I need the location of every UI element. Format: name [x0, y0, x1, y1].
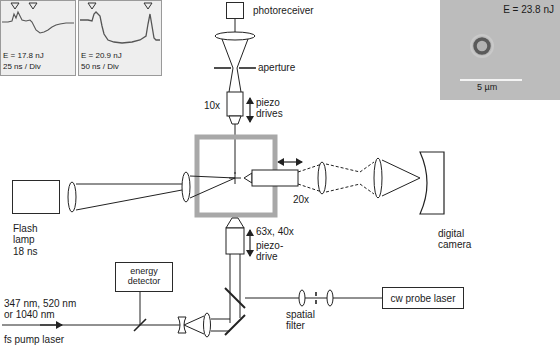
node-text: digital camera [438, 228, 484, 250]
cw-probe-laser-box: cw probe laser [382, 287, 464, 309]
flash-lamp-box: Flash lamp18 ns [12, 180, 60, 214]
node-text: 18 ns [13, 246, 37, 257]
energy-detector-box: energy detector [115, 262, 173, 292]
camera-body [420, 152, 444, 214]
objective-label: 20x [293, 194, 309, 205]
node-text: E = 23.8 nJ [503, 4, 554, 15]
node-text: E = 17.8 nJ [3, 52, 44, 61]
photoreceiver-box: photoreceiver [226, 2, 244, 19]
oscilloscope-panel: E = 20.9 nJ 50 ns / Div [78, 0, 162, 76]
digital-camera: digital camera [418, 150, 444, 216]
node-text: 50 ns / Div [81, 63, 119, 72]
node-text: cw probe laser [390, 293, 455, 304]
node-text: E = 20.9 nJ [81, 52, 122, 61]
node-text: photoreceiver [253, 5, 314, 16]
objective-label: 63x, 40x [256, 226, 294, 237]
node-text: 25 ns / Div [3, 63, 41, 72]
imaging-path [244, 152, 444, 214]
node-text: 5 µm [477, 83, 497, 93]
camera-image-panel: E = 23.8 nJ 5 µm [440, 0, 560, 100]
oscilloscope-screen [1, 1, 76, 76]
oscilloscope-screen [79, 1, 162, 76]
excitation-path [2, 218, 382, 337]
node-text: energy detector [116, 267, 172, 287]
illumination-path [68, 172, 235, 212]
detection-path [214, 19, 256, 174]
spatial-filter-label: spatial filter [286, 309, 326, 331]
piezo-arrow [250, 98, 302, 256]
laser-label: fs pump laser [4, 334, 64, 345]
camera-image [440, 0, 560, 100]
objective-label: 10x [204, 100, 220, 111]
piezo-label: piezo drives [256, 97, 292, 119]
node-text: Flash lamp [13, 223, 53, 245]
oscilloscope-panel: E = 17.8 nJ 25 ns / Div [0, 0, 76, 76]
aperture-label: aperture [258, 62, 295, 73]
piezo-label: piezo-drive [256, 240, 290, 262]
wavelength-label: 347 nm, 520 nm or 1040 nm [4, 298, 82, 320]
